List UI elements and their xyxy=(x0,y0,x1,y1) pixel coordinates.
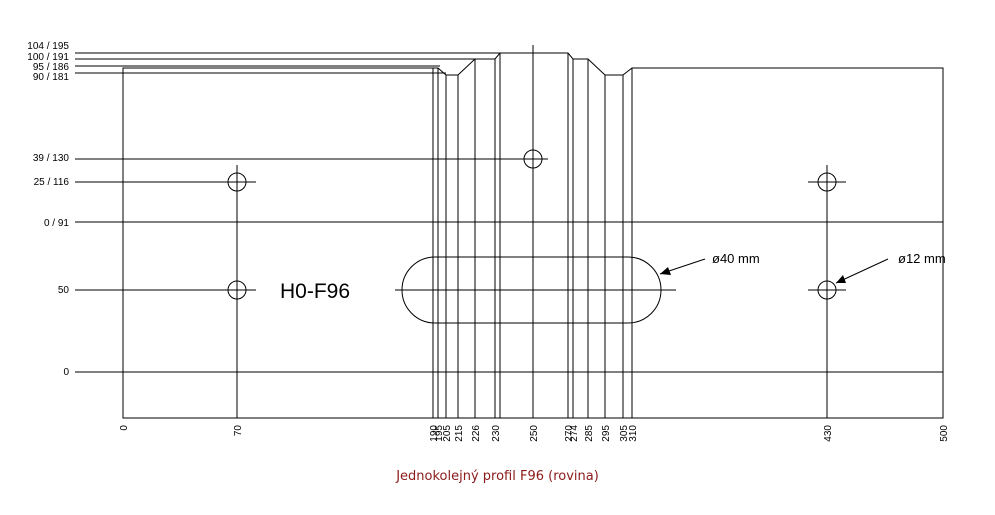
x-label: 295 xyxy=(601,425,612,442)
x-label: 215 xyxy=(454,425,465,442)
y-label: 90 / 181 xyxy=(33,72,70,83)
x-label: 500 xyxy=(939,425,950,442)
x-label: 270 xyxy=(564,425,575,442)
y-label: 39 / 130 xyxy=(33,153,70,164)
x-label: 305 xyxy=(619,425,630,442)
y-label: 50 xyxy=(58,285,70,296)
slot-40mm xyxy=(401,256,662,324)
x-label: 205 xyxy=(442,425,453,442)
y-label: 0 / 91 xyxy=(44,218,69,229)
y-label: 100 / 191 xyxy=(27,52,69,63)
x-label: 70 xyxy=(233,425,244,437)
y-label: 95 / 186 xyxy=(33,62,70,73)
x-label: 195 xyxy=(434,425,445,442)
x-label: 250 xyxy=(529,425,540,442)
x-label: 0 xyxy=(119,425,130,431)
y-label: 104 / 195 xyxy=(27,41,69,52)
x-label: 430 xyxy=(823,425,834,442)
drawing-title: H0-F96 xyxy=(280,280,350,303)
x-label: 274 xyxy=(569,425,580,442)
y-label: 0 xyxy=(63,367,69,378)
y-label: 25 / 116 xyxy=(34,177,70,188)
x-label: 230 xyxy=(491,425,502,442)
figure-caption: Jednokolejný profil F96 (rovina) xyxy=(396,469,599,484)
leader-hole xyxy=(835,258,889,284)
x-label: 310 xyxy=(628,425,639,442)
x-label: 190 xyxy=(429,425,440,442)
hole-dimension-label: ø12 mm xyxy=(898,251,946,266)
x-label: 226 xyxy=(471,425,482,442)
x-label: 285 xyxy=(584,425,595,442)
slot-dimension-label: ø40 mm xyxy=(712,251,760,266)
